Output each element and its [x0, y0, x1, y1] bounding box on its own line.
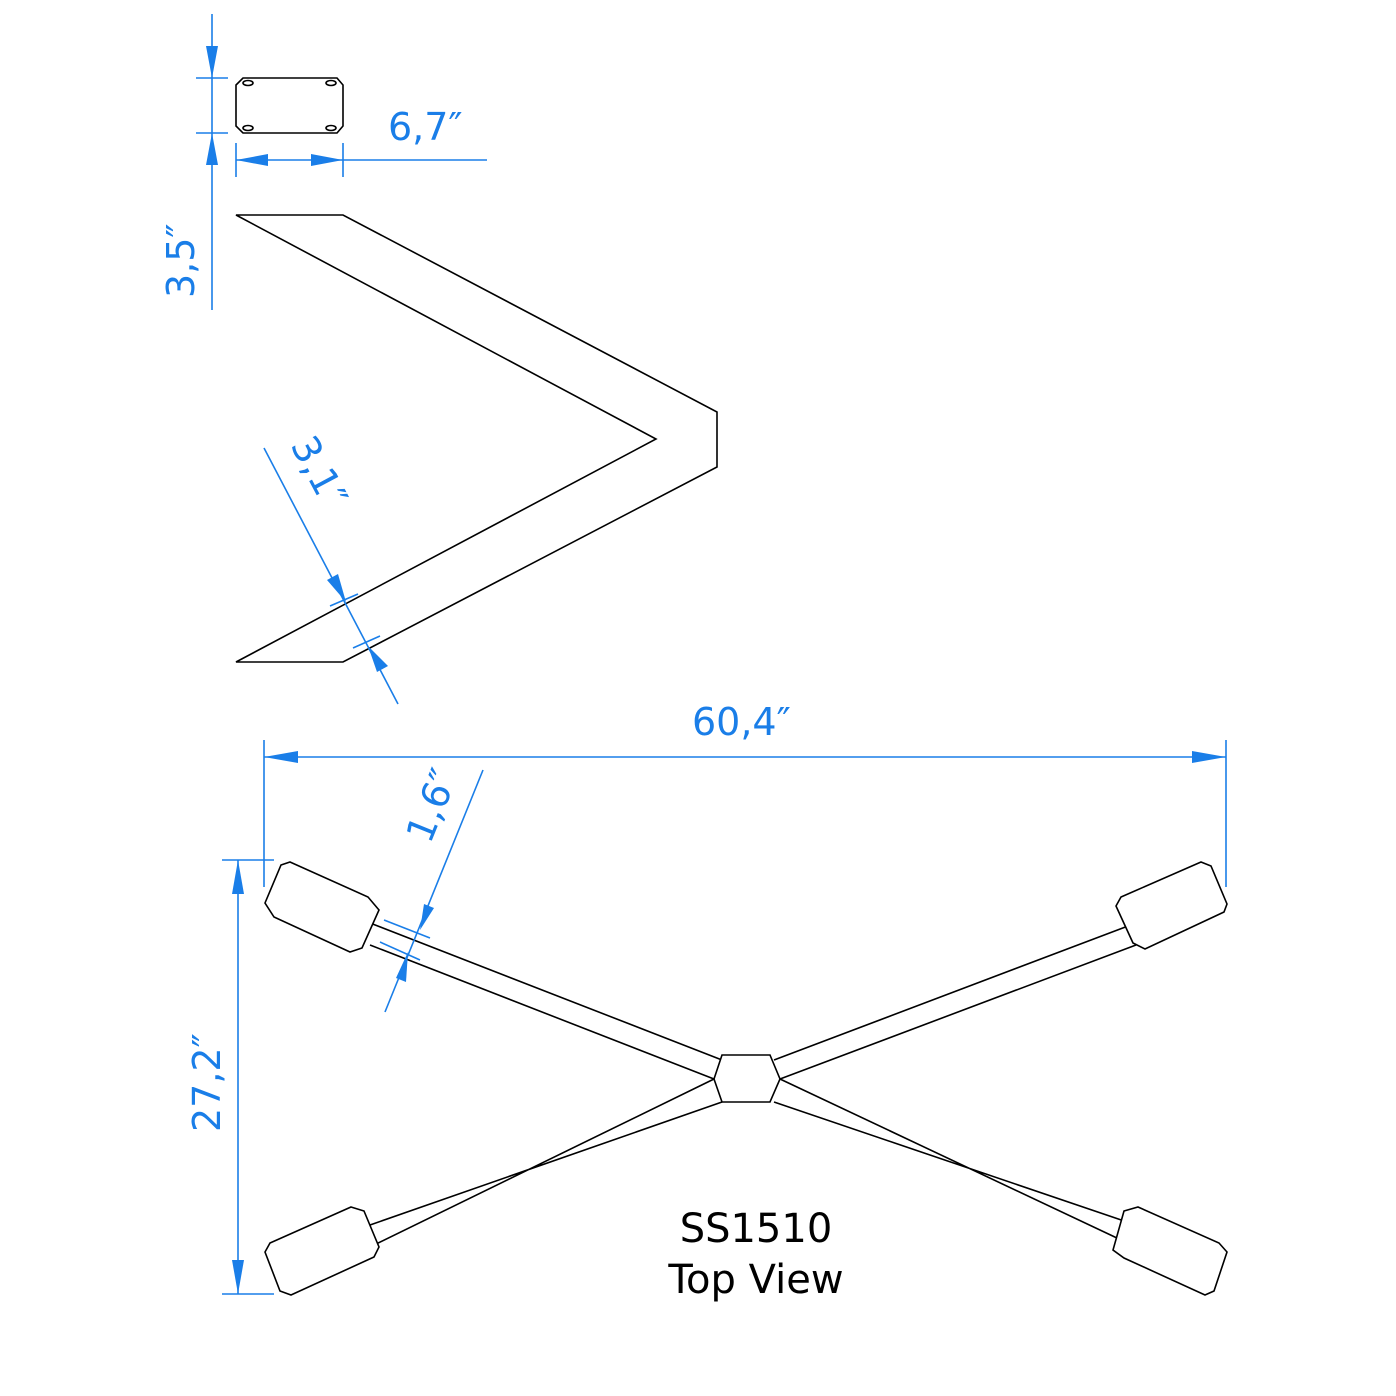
plate-width-label: 6,7″ — [388, 105, 463, 149]
arm-side-profile — [235, 214, 718, 663]
end-cap-bottom-right — [1112, 1206, 1228, 1296]
model-number: SS1510 — [680, 1206, 833, 1252]
mounting-plate — [235, 77, 344, 134]
overall-width-dimension: 60,4″ — [263, 700, 1227, 887]
plate-height-dimension: 3,5″ — [159, 14, 228, 310]
arm-width-dimension: 1,6″ — [379, 763, 484, 1013]
overall-depth-label: 27,2″ — [185, 1033, 229, 1132]
view-label: Top View — [667, 1257, 843, 1303]
plate-width-dimension: 6,7″ — [235, 105, 487, 177]
x-frame-top-view — [264, 861, 1228, 1296]
overall-depth-dimension: 27,2″ — [185, 859, 274, 1295]
end-cap-bottom-left — [264, 1206, 380, 1296]
end-cap-top-left — [264, 861, 380, 953]
plate-height-label: 3,5″ — [159, 223, 203, 298]
end-cap-top-right — [1115, 861, 1228, 950]
overall-width-label: 60,4″ — [692, 700, 791, 744]
center-hub — [713, 1054, 781, 1103]
